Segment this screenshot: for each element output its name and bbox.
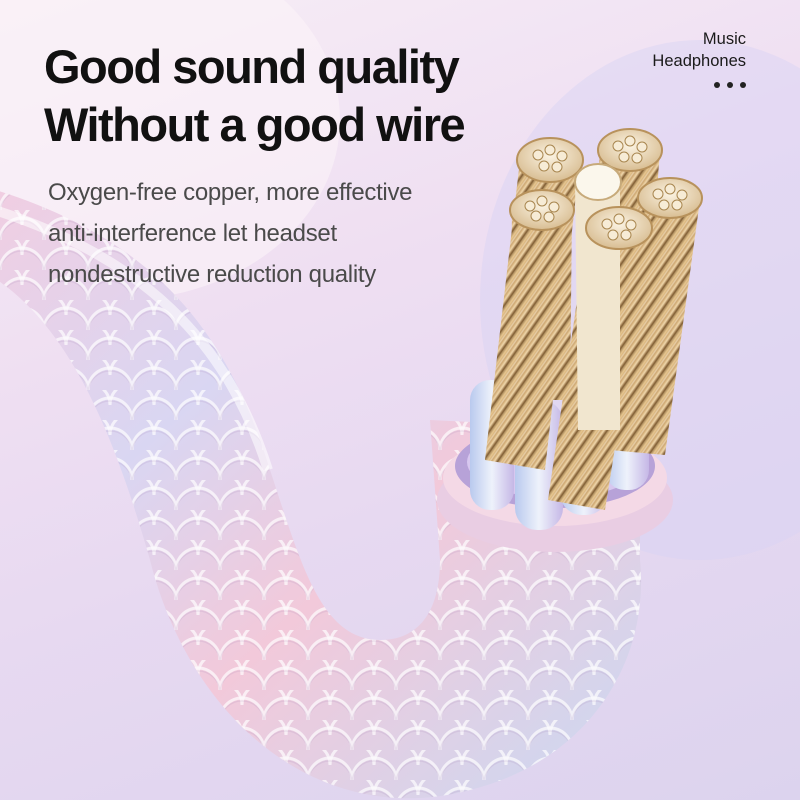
dot-icon bbox=[714, 82, 720, 88]
strand-endcaps bbox=[509, 128, 703, 250]
description-line-3: nondestructive reduction quality bbox=[48, 261, 376, 288]
copper-strands bbox=[485, 150, 700, 510]
headline: Good sound quality Without a good wire bbox=[44, 38, 466, 154]
description: Oxygen-free copper, more effective anti-… bbox=[48, 172, 413, 295]
description-line-1: Oxygen-free copper, more effective bbox=[48, 179, 413, 206]
headline-line-1: Good sound quality bbox=[44, 40, 460, 93]
ellipsis-dots-icon bbox=[714, 82, 746, 88]
brand-tag-line-2: Headphones bbox=[652, 52, 746, 70]
dot-icon bbox=[740, 82, 746, 88]
dot-icon bbox=[727, 82, 733, 88]
headline-line-2: Without a good wire bbox=[44, 98, 466, 151]
description-line-2: anti-interference let headset bbox=[48, 220, 337, 247]
brand-tag: Music Headphones bbox=[652, 28, 746, 72]
brand-tag-line-1: Music bbox=[702, 30, 746, 48]
cable-jacket bbox=[0, 191, 641, 799]
